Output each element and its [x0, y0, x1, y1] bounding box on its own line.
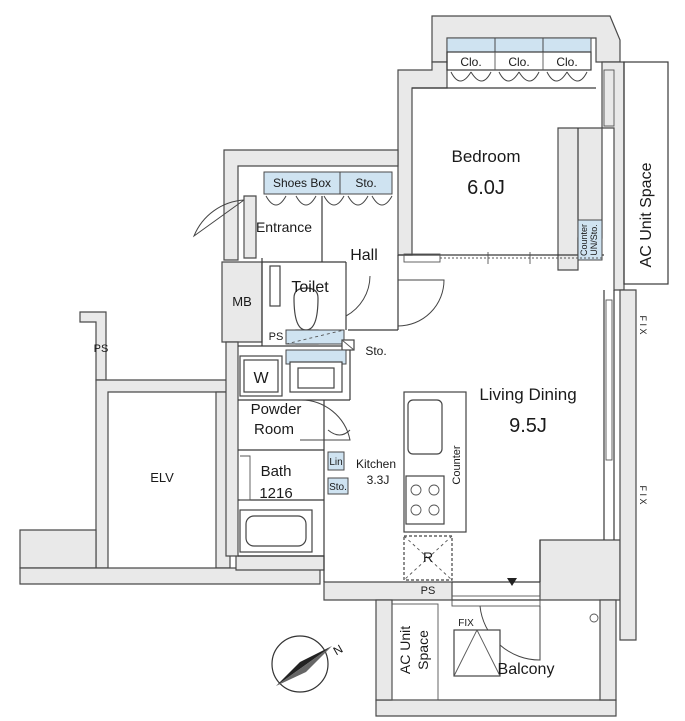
ps-toilet-label: PS	[269, 331, 284, 343]
toilet-fixture	[269, 265, 345, 345]
sto-hall-label: Sto.	[365, 344, 386, 358]
closet-label-2: Clo.	[508, 55, 529, 69]
linen-closet	[327, 429, 351, 495]
north-label: N	[331, 642, 346, 658]
powder-sink	[285, 349, 347, 393]
room-labels: Bedroom 6.0J Entrance Hall Toilet MB PS …	[94, 147, 577, 678]
ps-kitchen-label: PS	[421, 585, 436, 597]
washer-label: W	[253, 370, 269, 387]
ac-unit-balcony-label-2: Space	[415, 630, 431, 670]
closet-label-3: Clo.	[556, 55, 577, 69]
bath-label-1: Bath	[261, 463, 292, 480]
closet-label-1: Clo.	[460, 55, 481, 69]
shoes-sto-label: Sto.	[355, 176, 376, 190]
counter-unit: Counter UN/Sto.	[577, 219, 603, 261]
bath-fixture	[239, 455, 313, 553]
refrigerator: R	[403, 535, 453, 581]
bath-label-2: 1216	[259, 485, 292, 502]
bedroom-size: 6.0J	[467, 177, 505, 199]
fix-balcony-label: FIX	[458, 618, 474, 629]
elv-label: ELV	[150, 470, 174, 485]
refrigerator-label: R	[423, 549, 433, 565]
kitchen-label-1: Kitchen	[356, 457, 396, 471]
ac-unit-space-right: AC Unit Space	[603, 61, 669, 285]
living-label: Living Dining	[479, 385, 576, 404]
mb-label: MB	[232, 294, 252, 309]
hall-doors	[299, 252, 604, 441]
kitchen-sto-label: Sto.	[329, 482, 347, 493]
counter-un-label-2: UN/Sto.	[589, 224, 599, 256]
lin-label: Lin	[329, 457, 342, 468]
bedroom-label: Bedroom	[452, 147, 521, 166]
powder-label-2: Room	[254, 421, 294, 438]
balcony-label: Balcony	[498, 661, 555, 678]
shoes-box: Shoes Box Sto.	[263, 171, 393, 206]
counter-un-label-1: Counter	[579, 224, 589, 256]
shoes-box-label: Shoes Box	[273, 176, 331, 190]
powder-label-1: Powder	[251, 401, 302, 418]
washer: W	[239, 355, 283, 397]
entrance-door	[192, 199, 245, 258]
entrance-label: Entrance	[256, 219, 312, 235]
compass	[271, 635, 332, 693]
balcony-area	[391, 578, 599, 701]
ps-left-label: PS	[94, 343, 109, 355]
fix-windows: F I X F I X	[605, 299, 648, 505]
hall-storage	[341, 339, 355, 351]
living-size: 9.5J	[509, 415, 547, 437]
ac-unit-space-label: AC Unit Space	[638, 162, 655, 267]
hall-label: Hall	[350, 247, 378, 264]
ac-unit-balcony-label-1: AC Unit	[397, 626, 413, 674]
toilet-label: Toilet	[291, 279, 329, 296]
kitchen-counter: Counter	[403, 391, 467, 533]
fix-label-upper: F I X	[638, 315, 648, 334]
kitchen-label-2: 3.3J	[367, 473, 390, 487]
fix-label-lower: F I X	[638, 485, 648, 504]
counter-label: Counter	[451, 445, 463, 484]
bedroom-closets: Clo. Clo. Clo.	[446, 37, 592, 82]
